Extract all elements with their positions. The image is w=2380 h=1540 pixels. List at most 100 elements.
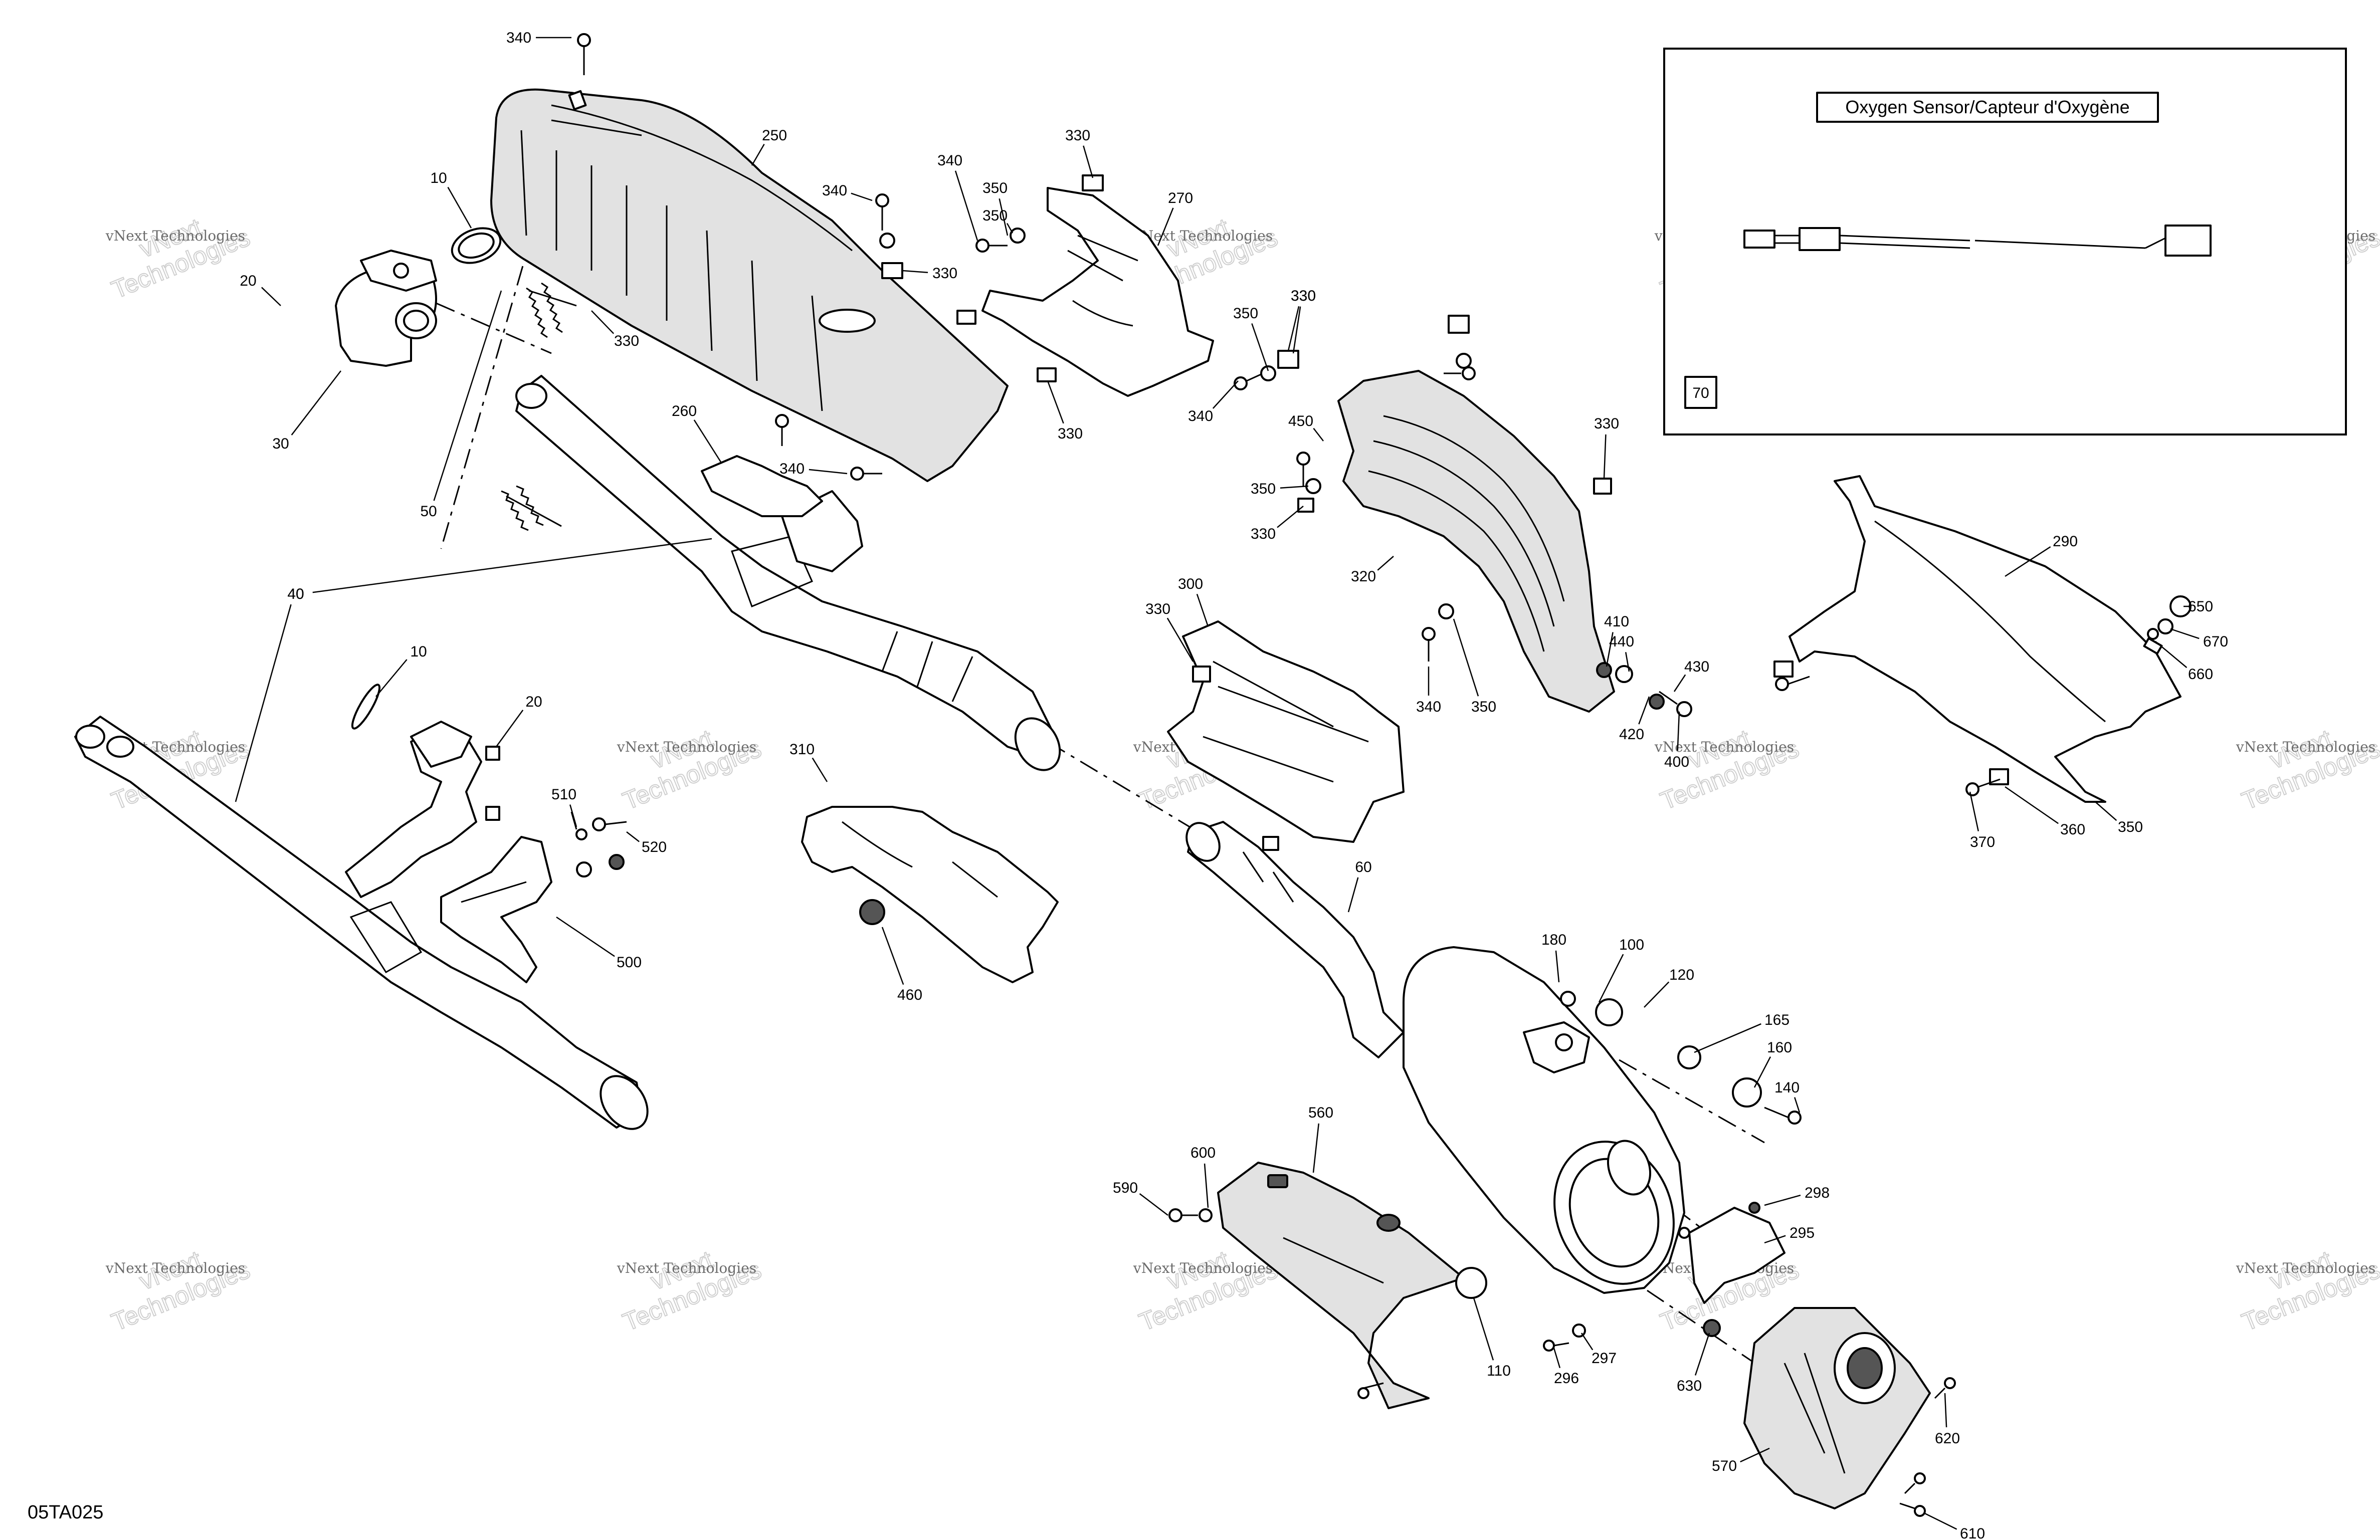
- oxygen-sensor-inset: Oxygen Sensor/Capteur d'Oxygène 70: [1663, 48, 2347, 435]
- callout-40: 40: [287, 586, 304, 602]
- inset-title: Oxygen Sensor/Capteur d'Oxygène: [1845, 97, 2129, 117]
- heat-shield-270: [981, 187, 1214, 397]
- callout-leader: [1555, 950, 1560, 983]
- callout-410: 410: [1604, 613, 1629, 630]
- callout-leader: [1347, 877, 1359, 913]
- callout-leader: [375, 659, 408, 697]
- callout-340: 340: [506, 30, 531, 46]
- callout-330: 330: [614, 333, 639, 349]
- callout-leader: [1794, 1097, 1801, 1113]
- callout-leader: [1313, 427, 1324, 442]
- callout-leader: [881, 927, 904, 985]
- callout-leader: [1753, 1056, 1771, 1088]
- end-cap-570: [1743, 1307, 1931, 1509]
- callout-350: 350: [982, 180, 1008, 196]
- callout-leader: [1047, 380, 1064, 424]
- callout-40: 40: [287, 586, 304, 602]
- callout-leader: [1694, 1023, 1761, 1053]
- callout-leader: [1606, 632, 1614, 667]
- callout-leader: [1764, 1235, 1786, 1244]
- callout-350: 350: [2118, 819, 2143, 835]
- callout-60: 60: [1355, 859, 1371, 875]
- callout-leader: [1673, 674, 1686, 692]
- callout-298: 298: [1805, 1185, 1830, 1201]
- callout-leader: [1139, 1193, 1168, 1216]
- svg-text:vNext Technologies: vNext Technologies: [2236, 1260, 2375, 1276]
- callout-160: 160: [1767, 1039, 1792, 1056]
- callout-labels: 3402503301020305026034034035033034035033…: [240, 30, 2228, 1540]
- callout-leader: [999, 198, 1009, 236]
- exhaust-pipe-40-upper: [515, 375, 1061, 771]
- callout-330: 330: [1291, 288, 1316, 304]
- callout-620: 620: [1935, 1430, 1960, 1447]
- callout-leader: [902, 270, 928, 273]
- callout-10: 10: [430, 170, 447, 186]
- callout-leader: [693, 419, 723, 464]
- callout-560: 560: [1308, 1105, 1333, 1121]
- exhaust-elbow-30: [335, 250, 437, 367]
- callout-330: 330: [1594, 415, 1619, 432]
- callout-leader: [261, 287, 281, 306]
- callout-leader: [1740, 1447, 1770, 1463]
- callout-leader: [291, 370, 341, 435]
- callout-260: 260: [672, 403, 697, 419]
- callout-leader: [751, 143, 765, 166]
- callout-leader: [1212, 380, 1239, 409]
- callout-leader: [1944, 1393, 1947, 1428]
- callout-leader: [2095, 801, 2117, 821]
- callout-leader: [1204, 1163, 1209, 1208]
- gasket-10-upper: [451, 227, 502, 264]
- callout-leader: [1625, 652, 1630, 672]
- callout-350: 350: [1471, 699, 1496, 715]
- callout-leaders: [235, 37, 2200, 1530]
- svg-text:vNextTechnologies: vNextTechnologies: [97, 197, 254, 304]
- callout-leader: [433, 290, 502, 501]
- callout-leader: [1764, 1194, 1801, 1206]
- fasteners: [485, 33, 2192, 1517]
- svg-text:vNext Technologies: vNext Technologies: [1654, 739, 1794, 755]
- bracket-500: [440, 836, 552, 983]
- callout-leader: [1292, 306, 1301, 354]
- callout-leader: [1166, 617, 1194, 662]
- callout-leader: [1251, 323, 1269, 371]
- callout-leader: [1453, 618, 1479, 697]
- callout-440: 440: [1609, 633, 1634, 650]
- callout-350: 350: [982, 207, 1008, 224]
- callout-leader: [1377, 556, 1394, 571]
- callout-leader: [626, 831, 640, 842]
- callout-leader: [495, 710, 524, 747]
- callout-340: 340: [822, 182, 847, 199]
- svg-text:vNextTechnologies: vNextTechnologies: [2228, 1230, 2380, 1336]
- oxygen-sensor-part: [1743, 225, 2212, 257]
- svg-text:vNextTechnologies: vNextTechnologies: [609, 709, 765, 815]
- callout-leader: [1924, 1512, 1957, 1530]
- springs-50: [501, 282, 577, 531]
- svg-text:vNextTechnologies: vNextTechnologies: [2228, 709, 2380, 815]
- callout-360: 360: [2060, 821, 2085, 838]
- callout-660: 660: [2188, 666, 2213, 683]
- callout-600: 600: [1191, 1145, 1216, 1161]
- svg-text:vNext Technologies: vNext Technologies: [617, 1260, 756, 1276]
- callout-leader: [1603, 434, 1607, 479]
- bracket-295: [1688, 1207, 1786, 1304]
- callout-leader: [312, 538, 712, 593]
- callout-leader: [1280, 485, 1309, 489]
- callout-leader: [1287, 306, 1300, 351]
- callout-leader: [1969, 791, 1979, 831]
- svg-text:vNext Technologies: vNext Technologies: [1133, 228, 1273, 244]
- callout-leader: [851, 192, 873, 201]
- callout-590: 590: [1113, 1180, 1138, 1196]
- callout-350: 350: [1233, 305, 1258, 322]
- callout-340: 340: [937, 152, 962, 169]
- callout-30: 30: [272, 435, 289, 452]
- callout-leader: [1644, 981, 1670, 1008]
- svg-text:vNext Technologies: vNext Technologies: [617, 739, 756, 755]
- callout-leader: [954, 170, 978, 241]
- heat-shield-300: [1167, 620, 1405, 843]
- callout-320: 320: [1351, 568, 1376, 585]
